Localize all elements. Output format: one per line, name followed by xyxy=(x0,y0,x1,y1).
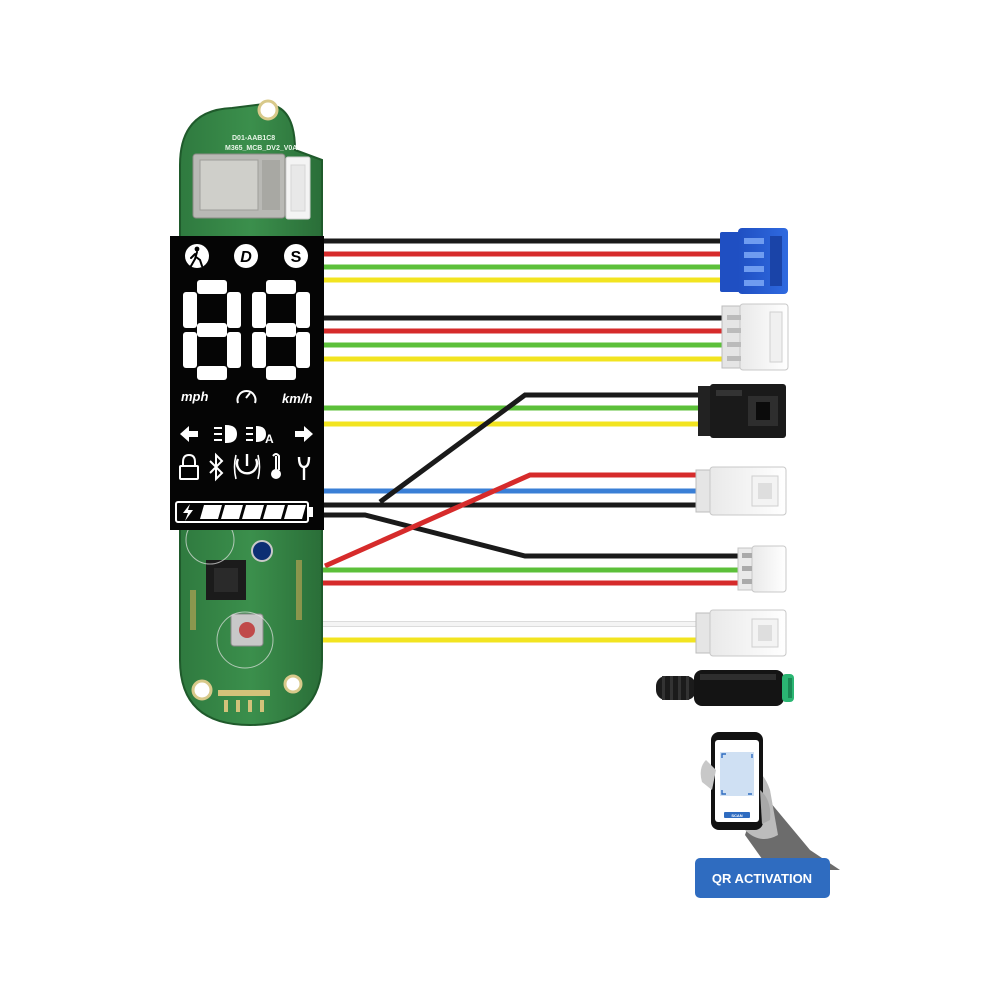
headlight-icon xyxy=(214,424,238,444)
temperature-icon xyxy=(271,453,281,479)
battery-segment xyxy=(242,505,264,519)
wire-group-1 xyxy=(300,238,722,283)
qr-activation-badge: QR ACTIVATION xyxy=(695,858,830,898)
battery-indicator xyxy=(175,501,313,523)
sport-mode-letter: S xyxy=(291,249,302,266)
battery-segment xyxy=(263,505,285,519)
digit-segment xyxy=(296,292,310,328)
power-icon xyxy=(233,454,261,480)
walk-mode-icon xyxy=(185,244,209,268)
wire-black-cross-up xyxy=(378,392,700,505)
battery-segment xyxy=(284,505,306,519)
bluetooth-icon xyxy=(209,452,224,482)
mounting-hole xyxy=(191,679,213,701)
drive-mode-icon: D xyxy=(234,244,258,268)
lock-icon xyxy=(179,453,199,480)
charging-icon xyxy=(183,504,193,521)
digit-segment xyxy=(266,280,296,294)
scan-area xyxy=(720,752,754,796)
digit-segment xyxy=(183,332,197,368)
digit-segment xyxy=(266,366,296,380)
blue-4pin-connector xyxy=(720,228,788,294)
round-plug-connector xyxy=(656,670,794,706)
mounting-hole xyxy=(257,99,279,121)
drive-mode-letter: D xyxy=(240,249,252,266)
digit-segment xyxy=(252,332,266,368)
qr-activation-background xyxy=(695,858,830,898)
speed-digit xyxy=(183,280,241,380)
digit-segment xyxy=(266,323,296,337)
scan-button-label: SCAN xyxy=(731,813,742,818)
auto-headlight-letter: A xyxy=(265,432,274,446)
wire-harness xyxy=(280,238,740,694)
display-panel: D S mph km/h A xyxy=(170,236,324,530)
unit-kmh: km/h xyxy=(282,391,312,406)
digit-segment xyxy=(197,280,227,294)
white-2pin-connector-upper xyxy=(695,466,787,516)
white-4pin-connector xyxy=(721,303,789,371)
left-arrow-icon xyxy=(180,426,198,442)
scan-button xyxy=(724,812,750,818)
wrench-icon xyxy=(297,456,311,480)
wire-group-crossing xyxy=(300,392,740,586)
wire-group-2 xyxy=(300,315,725,362)
wire-group-white-yellow xyxy=(300,621,698,643)
wire-red-cross-up xyxy=(323,472,698,569)
auto-headlight-icon: A xyxy=(246,426,274,446)
silkscreen-text-2: M365_MCB_DV2_V0A xyxy=(225,145,297,152)
digit-segment xyxy=(197,323,227,337)
phone-scan-illustration: SCAN xyxy=(700,732,840,870)
sport-mode-icon: S xyxy=(284,244,308,268)
speed-digits xyxy=(183,280,310,380)
white-2pin-connector-lower xyxy=(695,609,787,657)
blue-sensor xyxy=(251,540,273,562)
digit-segment xyxy=(296,332,310,368)
digit-segment xyxy=(183,292,197,328)
qr-activation-label: QR ACTIVATION xyxy=(712,871,812,886)
mounting-hole xyxy=(283,674,303,694)
battery-segment xyxy=(221,505,243,519)
battery-segment xyxy=(200,505,222,519)
display-background xyxy=(170,236,324,530)
wire-black-cross-down xyxy=(300,512,740,559)
right-arrow-icon xyxy=(295,426,313,442)
unit-mph: mph xyxy=(181,389,209,404)
digit-segment xyxy=(227,332,241,368)
digit-segment xyxy=(227,292,241,328)
speed-digit xyxy=(252,280,310,380)
white-3pin-connector xyxy=(737,545,787,593)
digit-segment xyxy=(252,292,266,328)
cruise-control-icon xyxy=(236,390,257,404)
silkscreen-text-1: D01-AAB1C8 xyxy=(232,135,275,142)
digit-segment xyxy=(197,366,227,380)
black-connector xyxy=(698,384,786,438)
